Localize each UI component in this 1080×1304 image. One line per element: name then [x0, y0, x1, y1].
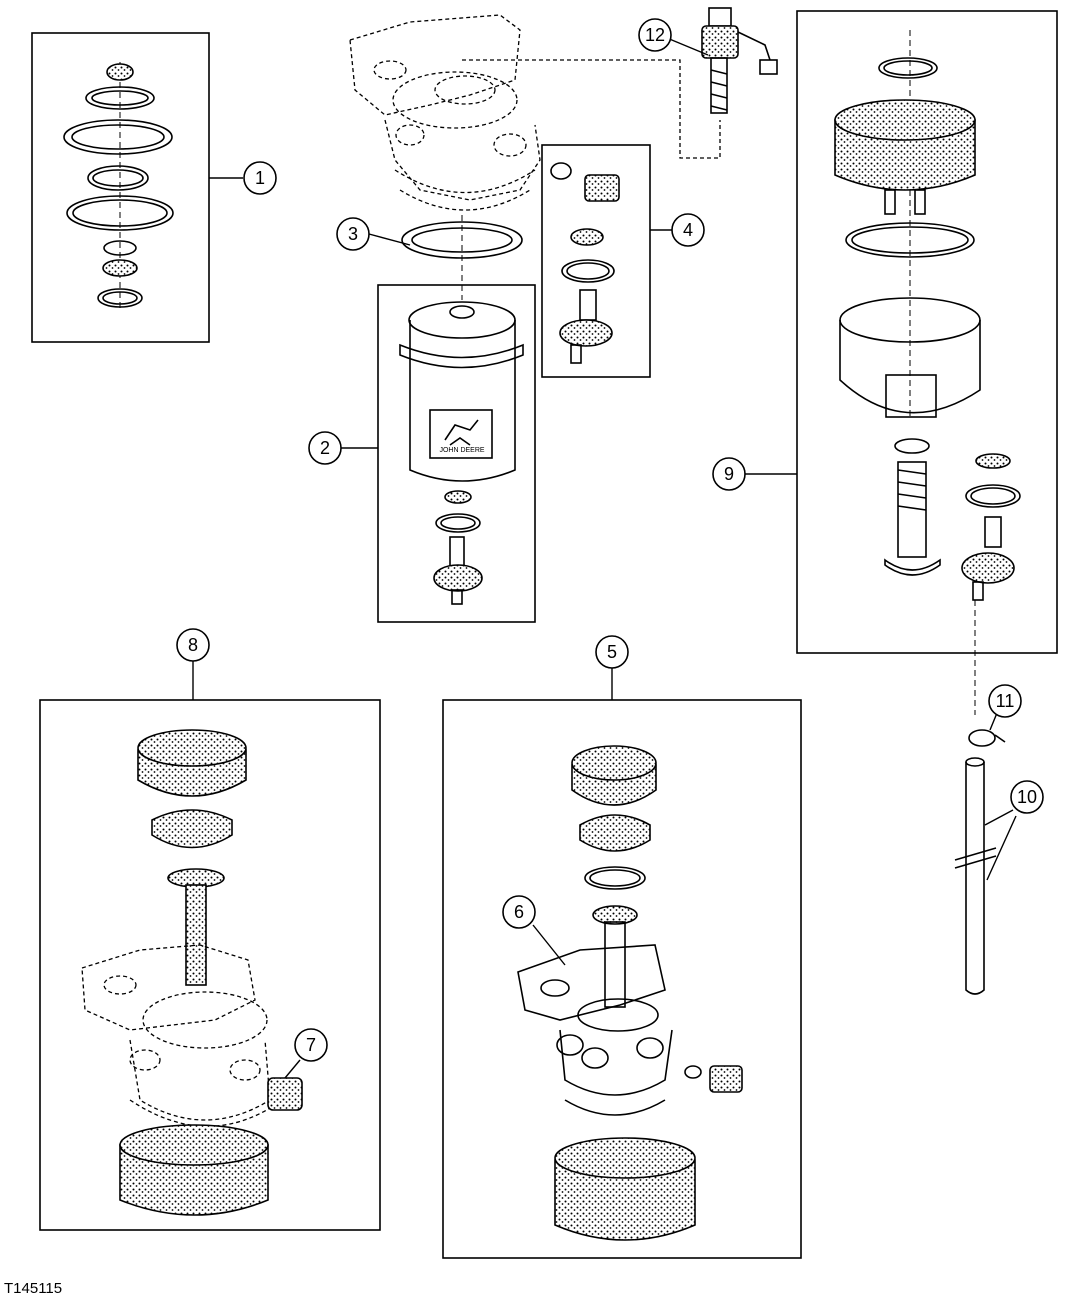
svg-text:2: 2 [320, 438, 330, 458]
group-box-8 [39, 699, 381, 1231]
header-gasket [401, 215, 523, 300]
drain-hose-and-clamp [954, 600, 1006, 995]
callout-10: 10 [1010, 780, 1044, 814]
callout-9: 9 [712, 457, 746, 491]
callout-11: 11 [988, 684, 1022, 718]
callout-4: 4 [671, 213, 705, 247]
group-box-2 [377, 284, 536, 623]
water-separator-bowl-assembly [834, 30, 1021, 601]
callout-5: 5 [595, 635, 629, 669]
group-box-9 [796, 10, 1058, 654]
svg-text:11: 11 [996, 691, 1015, 711]
figure-id: T145115 [4, 1280, 63, 1297]
group-box-4 [541, 144, 651, 378]
leader-lines [192, 37, 1017, 1079]
drain-plug-kit [550, 162, 620, 364]
group-box-1 [31, 32, 210, 343]
svg-text:3: 3 [348, 224, 358, 244]
callout-6: 6 [502, 895, 536, 929]
svg-text:12: 12 [645, 25, 665, 45]
callout-1: 1 [243, 161, 277, 195]
svg-text:4: 4 [683, 220, 693, 240]
callout-8: 8 [176, 628, 210, 662]
bowl-ring-assembly-right [517, 745, 743, 1241]
svg-text:1: 1 [255, 168, 265, 188]
callout-2: 2 [308, 431, 342, 465]
svg-text:5: 5 [607, 642, 617, 662]
filter-logo-text: JOHN DEERE [439, 447, 484, 454]
water-in-fuel-sensor [701, 7, 778, 114]
svg-text:8: 8 [188, 635, 198, 655]
callout-7: 7 [294, 1028, 328, 1062]
seal-kit-parts [63, 62, 174, 312]
fuel-filter-element [399, 301, 524, 605]
svg-text:7: 7 [306, 1035, 316, 1055]
filter-header-housing [349, 14, 721, 211]
bowl-ring-assembly-left [81, 729, 303, 1216]
callout-3: 3 [336, 217, 370, 251]
svg-text:6: 6 [514, 902, 524, 922]
svg-text:9: 9 [724, 464, 734, 484]
group-box-5 [442, 699, 802, 1259]
callout-12: 12 [638, 18, 672, 52]
svg-text:10: 10 [1017, 787, 1037, 807]
